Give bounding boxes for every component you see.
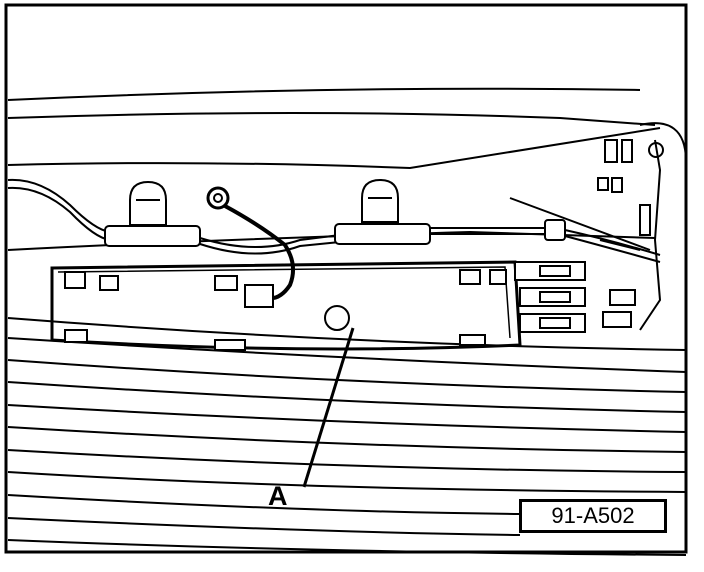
lamp-housing [50,260,522,351]
housing-tabs [64,269,507,351]
bumper-lines [7,317,687,556]
lamp-housing-inner [57,266,511,339]
bulb-sockets [129,178,399,226]
screw-hole [324,305,350,331]
bracket-block-lower [602,311,632,328]
connector-plugs [514,261,586,333]
callout-label-a: A [268,481,288,511]
wiring-harness [7,178,661,263]
ground-stud-inner [213,193,223,203]
mounting-bracket [509,122,687,340]
ground-clip [244,284,274,308]
harness-sleeves [104,219,566,247]
figure-reference-code: 91-A502 [519,499,667,533]
callout-leader-line [302,327,355,488]
bracket-block-upper [609,289,636,306]
ground-lead [224,204,296,301]
